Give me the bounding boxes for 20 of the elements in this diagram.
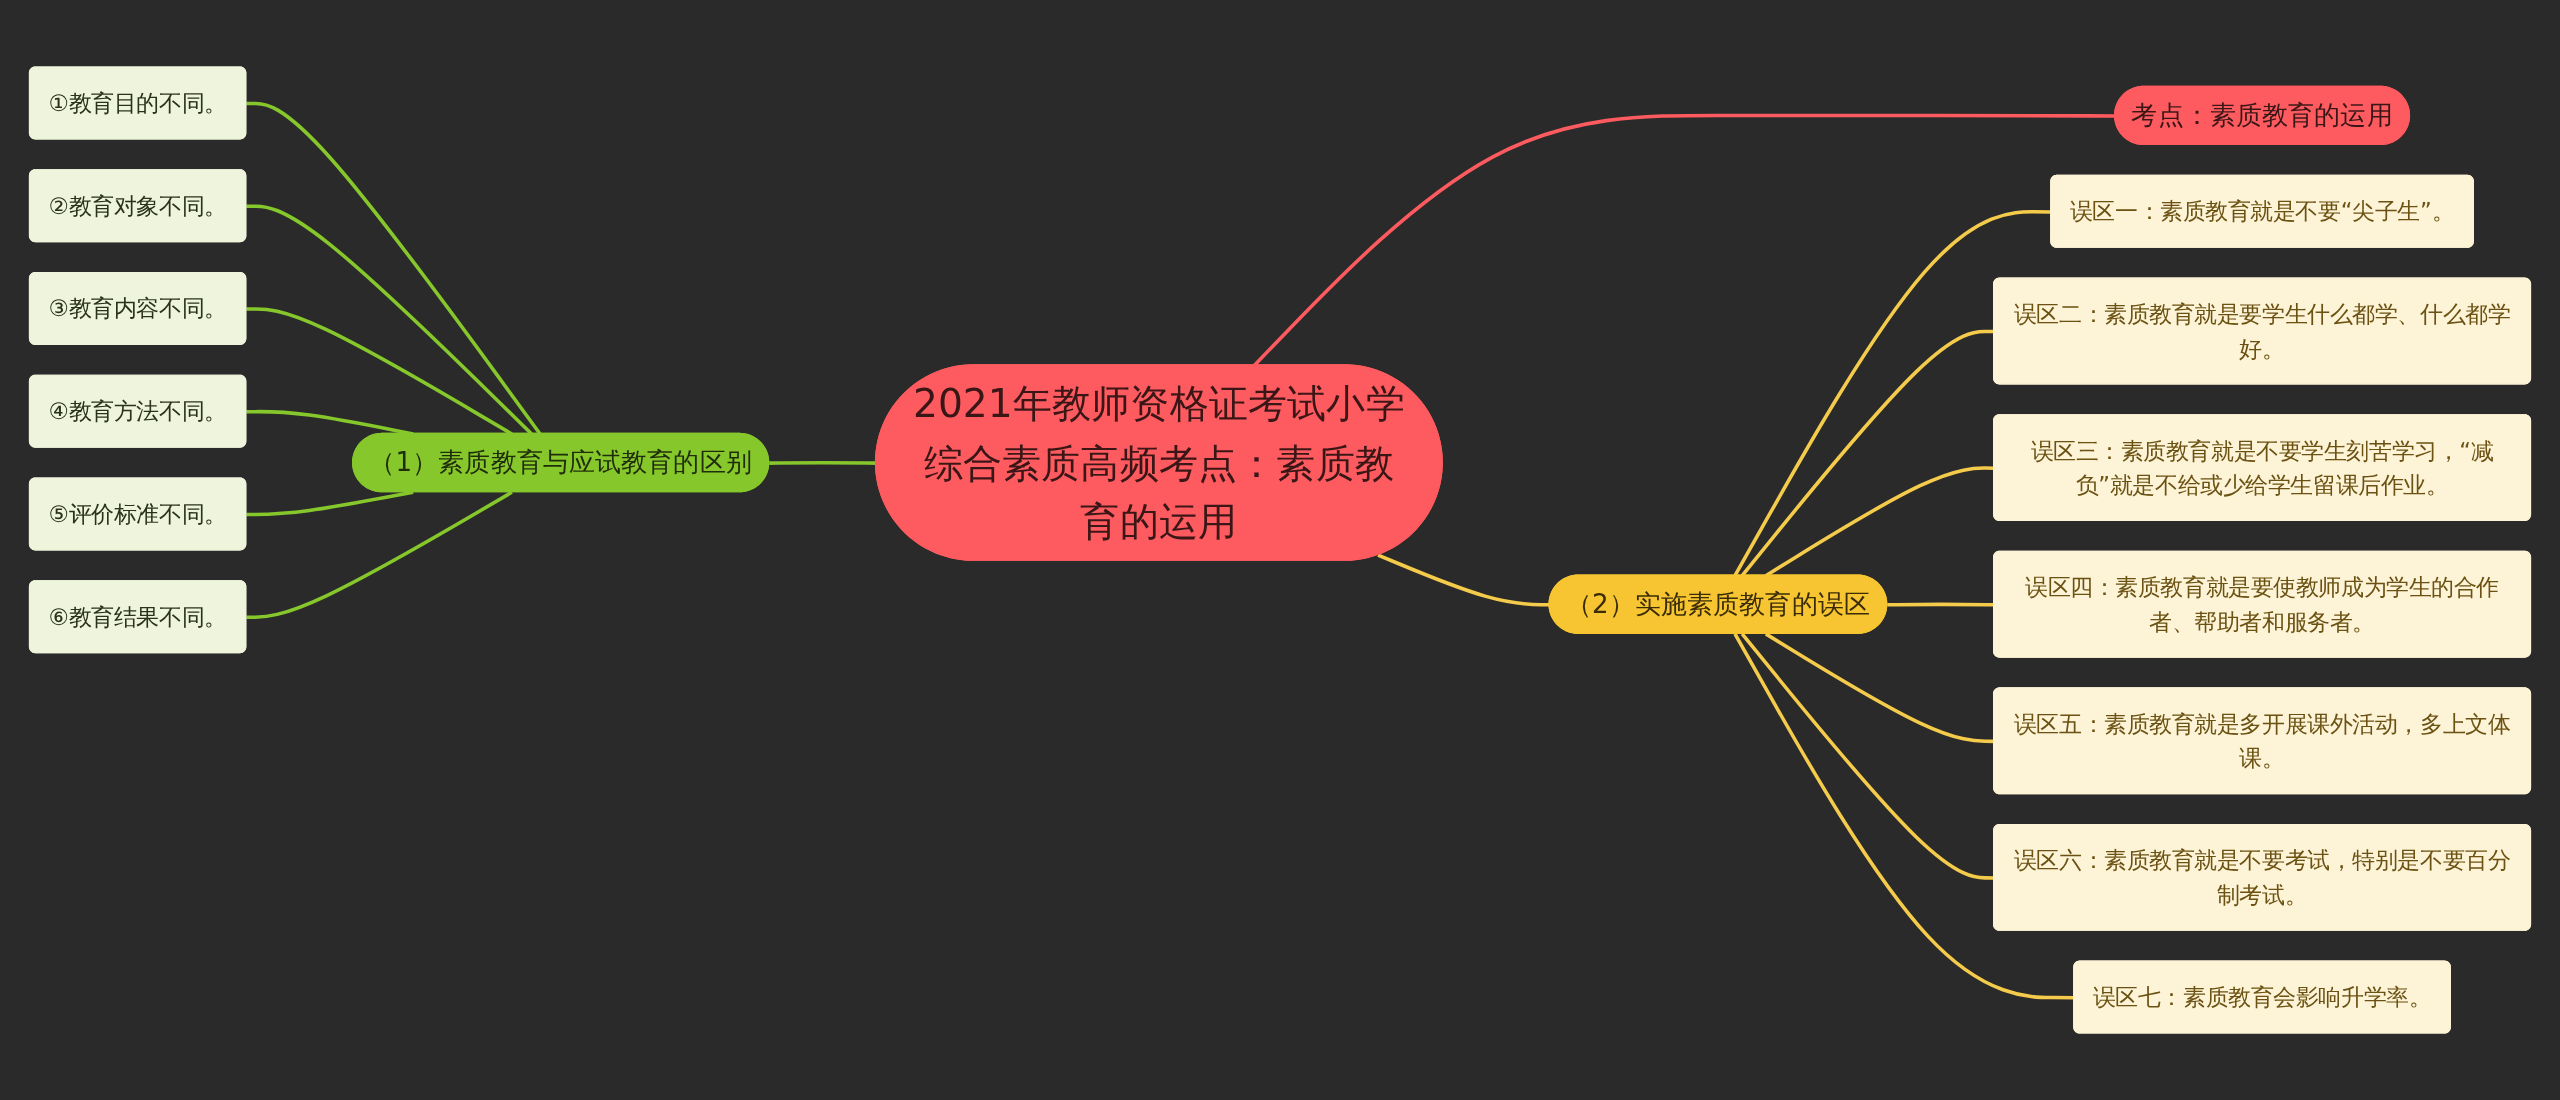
leaf-topic: 误区七：素质教育会影响升学率。 xyxy=(2073,960,2451,1034)
leaf-topic: 误区六：素质教育就是不要考试，特别是不要百分制考试。 xyxy=(1993,823,2532,931)
connector-line xyxy=(246,490,414,517)
central-topic: 2021年教师资格证考试小学综合素质高频考点：素质教育的运用 xyxy=(874,364,1443,561)
leaf-topic: ④教育方法不同。 xyxy=(28,374,247,448)
leaf-topic: ⑤评价标准不同。 xyxy=(28,477,247,551)
connector-line xyxy=(1377,553,1550,607)
leaf-topic: 误区二：素质教育就是要学生什么都学、什么都学好。 xyxy=(1993,277,2532,385)
leaf-topic: 误区五：素质教育就是多开展课外活动，多上文体课。 xyxy=(1993,687,2532,795)
leaf-topic: 误区一：素质教育就是不要“尖子生”。 xyxy=(2050,174,2474,248)
leaf-topic: ③教育内容不同。 xyxy=(28,271,247,345)
leaf-topic: 误区四：素质教育就是要使教师成为学生的合作者、帮助者和服务者。 xyxy=(1993,550,2532,658)
leaf-topic: ①教育目的不同。 xyxy=(28,66,247,140)
connector-line xyxy=(246,490,513,620)
branch-topic: （2）实施素质教育的误区 xyxy=(1548,574,1888,634)
leaf-topic: ②教育对象不同。 xyxy=(28,169,247,243)
leaf-topic: 误区三：素质教育就是不要学生刻苦学习，“减负”就是不给或少给学生留课后作业。 xyxy=(1993,414,2532,522)
leaf-topic: ⑥教育结果不同。 xyxy=(28,580,247,654)
branch-topic: 考点：素质教育的运用 xyxy=(2114,85,2411,146)
branch-topic: （1）素质教育与应试教育的区别 xyxy=(352,432,770,493)
